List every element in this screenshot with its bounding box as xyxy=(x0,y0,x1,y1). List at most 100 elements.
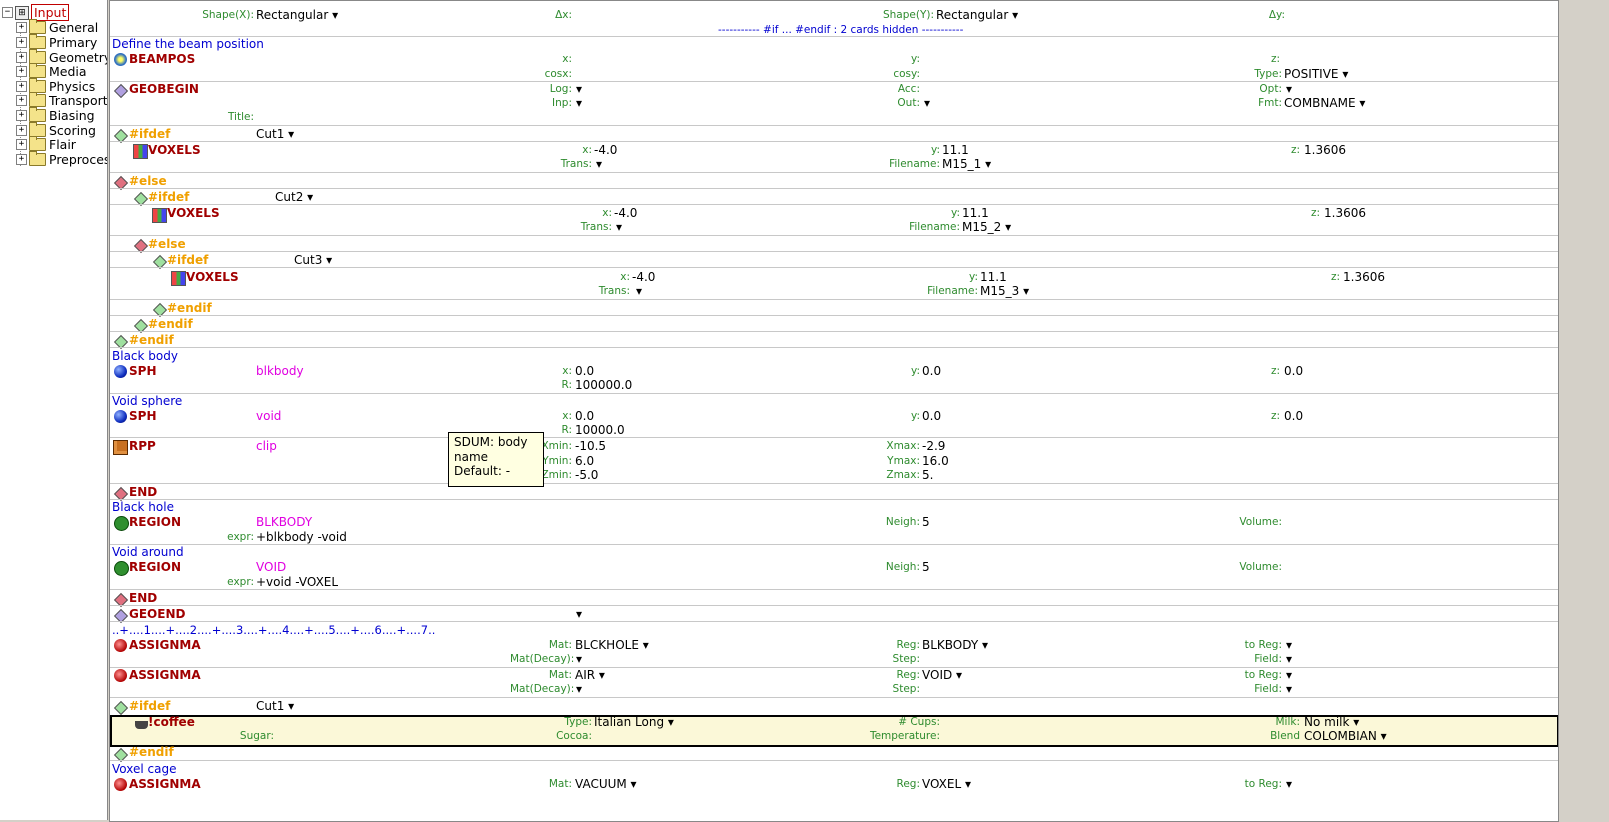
tree-item-general[interactable]: +General xyxy=(16,19,98,35)
sph-card[interactable]: SPH xyxy=(129,364,157,378)
trans-select[interactable]: ▾ xyxy=(636,284,643,298)
r-field[interactable]: 10000.0 xyxy=(575,423,625,437)
x-field[interactable]: 0.0 xyxy=(575,409,595,423)
blend-select[interactable]: COLOMBIAN ▾ xyxy=(1304,729,1387,743)
field-select[interactable]: ▾ xyxy=(1286,682,1293,696)
shape-y-select[interactable]: Rectangular ▾ xyxy=(936,8,1019,22)
coffee-type-select[interactable]: Italian Long ▾ xyxy=(594,715,674,729)
reg-select[interactable]: VOXEL ▾ xyxy=(922,777,972,791)
region-card[interactable]: REGION xyxy=(129,515,181,529)
beampos-card[interactable]: BEAMPOS xyxy=(129,52,196,66)
expand-icon[interactable]: + xyxy=(16,66,27,77)
end-card[interactable]: END xyxy=(129,485,158,499)
coffee-card[interactable]: !coffee xyxy=(148,715,195,729)
z-field[interactable]: 1.3606 xyxy=(1343,270,1385,284)
geoend-select[interactable]: ▾ xyxy=(576,607,583,621)
ifdef-card[interactable]: #ifdef xyxy=(129,699,171,713)
expand-icon[interactable]: + xyxy=(16,52,27,63)
zmax-field[interactable]: 5. xyxy=(922,468,934,482)
fmt-select[interactable]: COMBNAME ▾ xyxy=(1284,96,1366,110)
ifdef-card[interactable]: #ifdef xyxy=(129,127,171,141)
filename-select[interactable]: M15_2 ▾ xyxy=(962,220,1012,234)
to-reg-select[interactable]: ▾ xyxy=(1286,638,1293,652)
assignma-card[interactable]: ASSIGNMA xyxy=(129,668,201,682)
filename-select[interactable]: M15_3 ▾ xyxy=(980,284,1030,298)
z-field[interactable]: 1.3606 xyxy=(1324,206,1366,220)
ifdef-select[interactable]: Cut1 ▾ xyxy=(256,699,295,713)
tree-item-flair[interactable]: +Flair xyxy=(16,136,76,152)
card-editor[interactable]: Shape(X): Rectangular ▾ Δx: Shape(Y): Re… xyxy=(109,0,1559,822)
neigh-field[interactable]: 5 xyxy=(922,560,930,574)
to-reg-select[interactable]: ▾ xyxy=(1286,777,1293,791)
filename-select[interactable]: M15_1 ▾ xyxy=(942,157,992,171)
tree-item-primary[interactable]: +Primary xyxy=(16,34,97,50)
else-card[interactable]: #else xyxy=(129,174,167,188)
z-field[interactable]: 0.0 xyxy=(1284,364,1304,378)
mat-select[interactable]: AIR ▾ xyxy=(575,668,605,682)
input-tree[interactable]: −⊞Input +General +Primary +Geometry +Med… xyxy=(0,0,108,820)
region-name[interactable]: VOID xyxy=(256,560,287,574)
type-select[interactable]: POSITIVE ▾ xyxy=(1284,67,1349,81)
x-field[interactable]: -4.0 xyxy=(632,270,656,284)
shape-x-select[interactable]: Rectangular ▾ xyxy=(256,8,339,22)
tree-item-scoring[interactable]: +Scoring xyxy=(16,122,96,138)
neigh-field[interactable]: 5 xyxy=(922,515,930,529)
xmin-field[interactable]: -10.5 xyxy=(575,439,607,453)
inp-select[interactable]: ▾ xyxy=(576,96,583,110)
hidden-cards-notice[interactable]: ----------- #if ... #endif : 2 cards hid… xyxy=(718,24,964,36)
tree-item-media[interactable]: +Media xyxy=(16,63,87,79)
ifdef-card[interactable]: #ifdef xyxy=(167,253,209,267)
milk-select[interactable]: No milk ▾ xyxy=(1304,715,1360,729)
body-name[interactable]: void xyxy=(256,409,282,423)
end-card[interactable]: END xyxy=(129,591,158,605)
field-select[interactable]: ▾ xyxy=(1286,652,1293,666)
expand-icon[interactable]: + xyxy=(16,22,27,33)
tree-item-transport[interactable]: +Transport xyxy=(16,92,107,108)
expand-icon[interactable]: + xyxy=(16,95,27,106)
y-field[interactable]: 0.0 xyxy=(922,364,942,378)
z-field[interactable]: 1.3606 xyxy=(1304,143,1346,157)
log-select[interactable]: ▾ xyxy=(576,82,583,96)
expand-icon[interactable]: + xyxy=(16,125,27,136)
expr-field[interactable]: +blkbody -void xyxy=(256,530,347,544)
body-name[interactable]: blkbody xyxy=(256,364,304,378)
body-name[interactable]: clip xyxy=(256,439,277,453)
ifdef-select[interactable]: Cut3 ▾ xyxy=(294,253,333,267)
x-field[interactable]: -4.0 xyxy=(594,143,618,157)
reg-select[interactable]: VOID ▾ xyxy=(922,668,963,682)
expand-icon[interactable]: + xyxy=(16,37,27,48)
trans-select[interactable]: ▾ xyxy=(596,157,603,171)
tree-item-geometry[interactable]: +Geometry xyxy=(16,49,107,65)
opt-select[interactable]: ▾ xyxy=(1286,82,1293,96)
assignma-card[interactable]: ASSIGNMA xyxy=(129,638,201,652)
expand-icon[interactable]: + xyxy=(16,81,27,92)
tree-item-biasing[interactable]: +Biasing xyxy=(16,107,95,123)
y-field[interactable]: 11.1 xyxy=(942,143,969,157)
expand-icon[interactable]: + xyxy=(16,139,27,150)
voxels-card[interactable]: VOXELS xyxy=(148,143,201,157)
voxels-card[interactable]: VOXELS xyxy=(186,270,239,284)
voxels-card[interactable]: VOXELS xyxy=(167,206,220,220)
else-card[interactable]: #else xyxy=(148,237,186,251)
out-select[interactable]: ▾ xyxy=(924,96,931,110)
expand-icon[interactable]: + xyxy=(16,110,27,121)
ifdef-card[interactable]: #ifdef xyxy=(148,190,190,204)
trans-select[interactable]: ▾ xyxy=(616,220,623,234)
endif-card[interactable]: #endif xyxy=(167,301,212,315)
to-reg-select[interactable]: ▾ xyxy=(1286,668,1293,682)
x-field[interactable]: 0.0 xyxy=(575,364,595,378)
region-name[interactable]: BLKBODY xyxy=(256,515,313,529)
zmin-field[interactable]: -5.0 xyxy=(575,468,599,482)
y-field[interactable]: 0.0 xyxy=(922,409,942,423)
expr-field[interactable]: +void -VOXEL xyxy=(256,575,339,589)
geobegin-card[interactable]: GEOBEGIN xyxy=(129,82,199,96)
y-field[interactable]: 11.1 xyxy=(962,206,989,220)
ymin-field[interactable]: 6.0 xyxy=(575,454,595,468)
vertical-scrollbar[interactable] xyxy=(1559,0,1609,820)
coffee-card-selected[interactable] xyxy=(110,715,1558,747)
r-field[interactable]: 100000.0 xyxy=(575,378,633,392)
mat-decay-select[interactable]: ▾ xyxy=(576,682,583,696)
tree-item-physics[interactable]: +Physics xyxy=(16,78,95,94)
z-field[interactable]: 0.0 xyxy=(1284,409,1304,423)
xmax-field[interactable]: -2.9 xyxy=(922,439,946,453)
